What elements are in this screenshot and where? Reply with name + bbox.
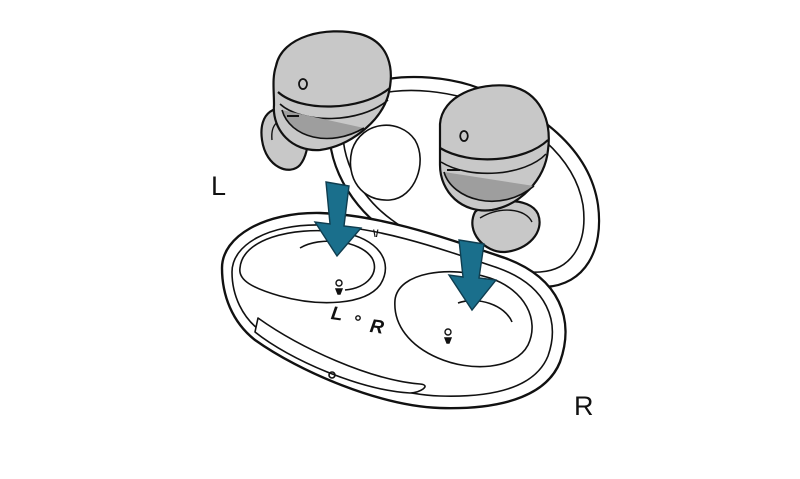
case-slot-right [394,270,533,368]
side-label-left: L [211,171,227,201]
earbud-left [260,30,392,171]
case-slot-left [239,229,387,304]
earbud-left-sensor-icon [298,78,308,90]
charging-pin-right-icon [443,328,453,344]
side-label-right: R [574,391,594,421]
case-marker-right: R [369,316,386,339]
case-marker-left: L [330,303,344,325]
svg-text:\/: \/ [373,229,379,240]
case-marker-dot [355,315,361,321]
arrow-down-right-icon [447,239,498,312]
earbud-right-sensor-icon [459,130,469,142]
arrow-down-left-icon [313,181,363,258]
earbud-right [438,84,550,254]
case-led-icon [328,371,336,379]
charging-pin-left-icon [334,279,344,295]
